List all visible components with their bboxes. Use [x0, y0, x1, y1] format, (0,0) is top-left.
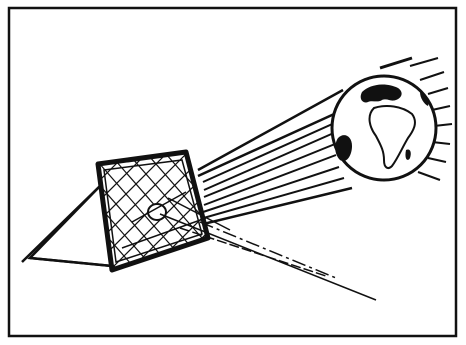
- projection-lines-icon: [121, 191, 377, 301]
- border-frame: [7, 6, 458, 338]
- mesh-screen-icon: [95, 149, 211, 273]
- earth-globe-icon: [330, 74, 438, 182]
- support-stand-icon: [21, 183, 114, 268]
- light-beam-icon: [194, 88, 353, 228]
